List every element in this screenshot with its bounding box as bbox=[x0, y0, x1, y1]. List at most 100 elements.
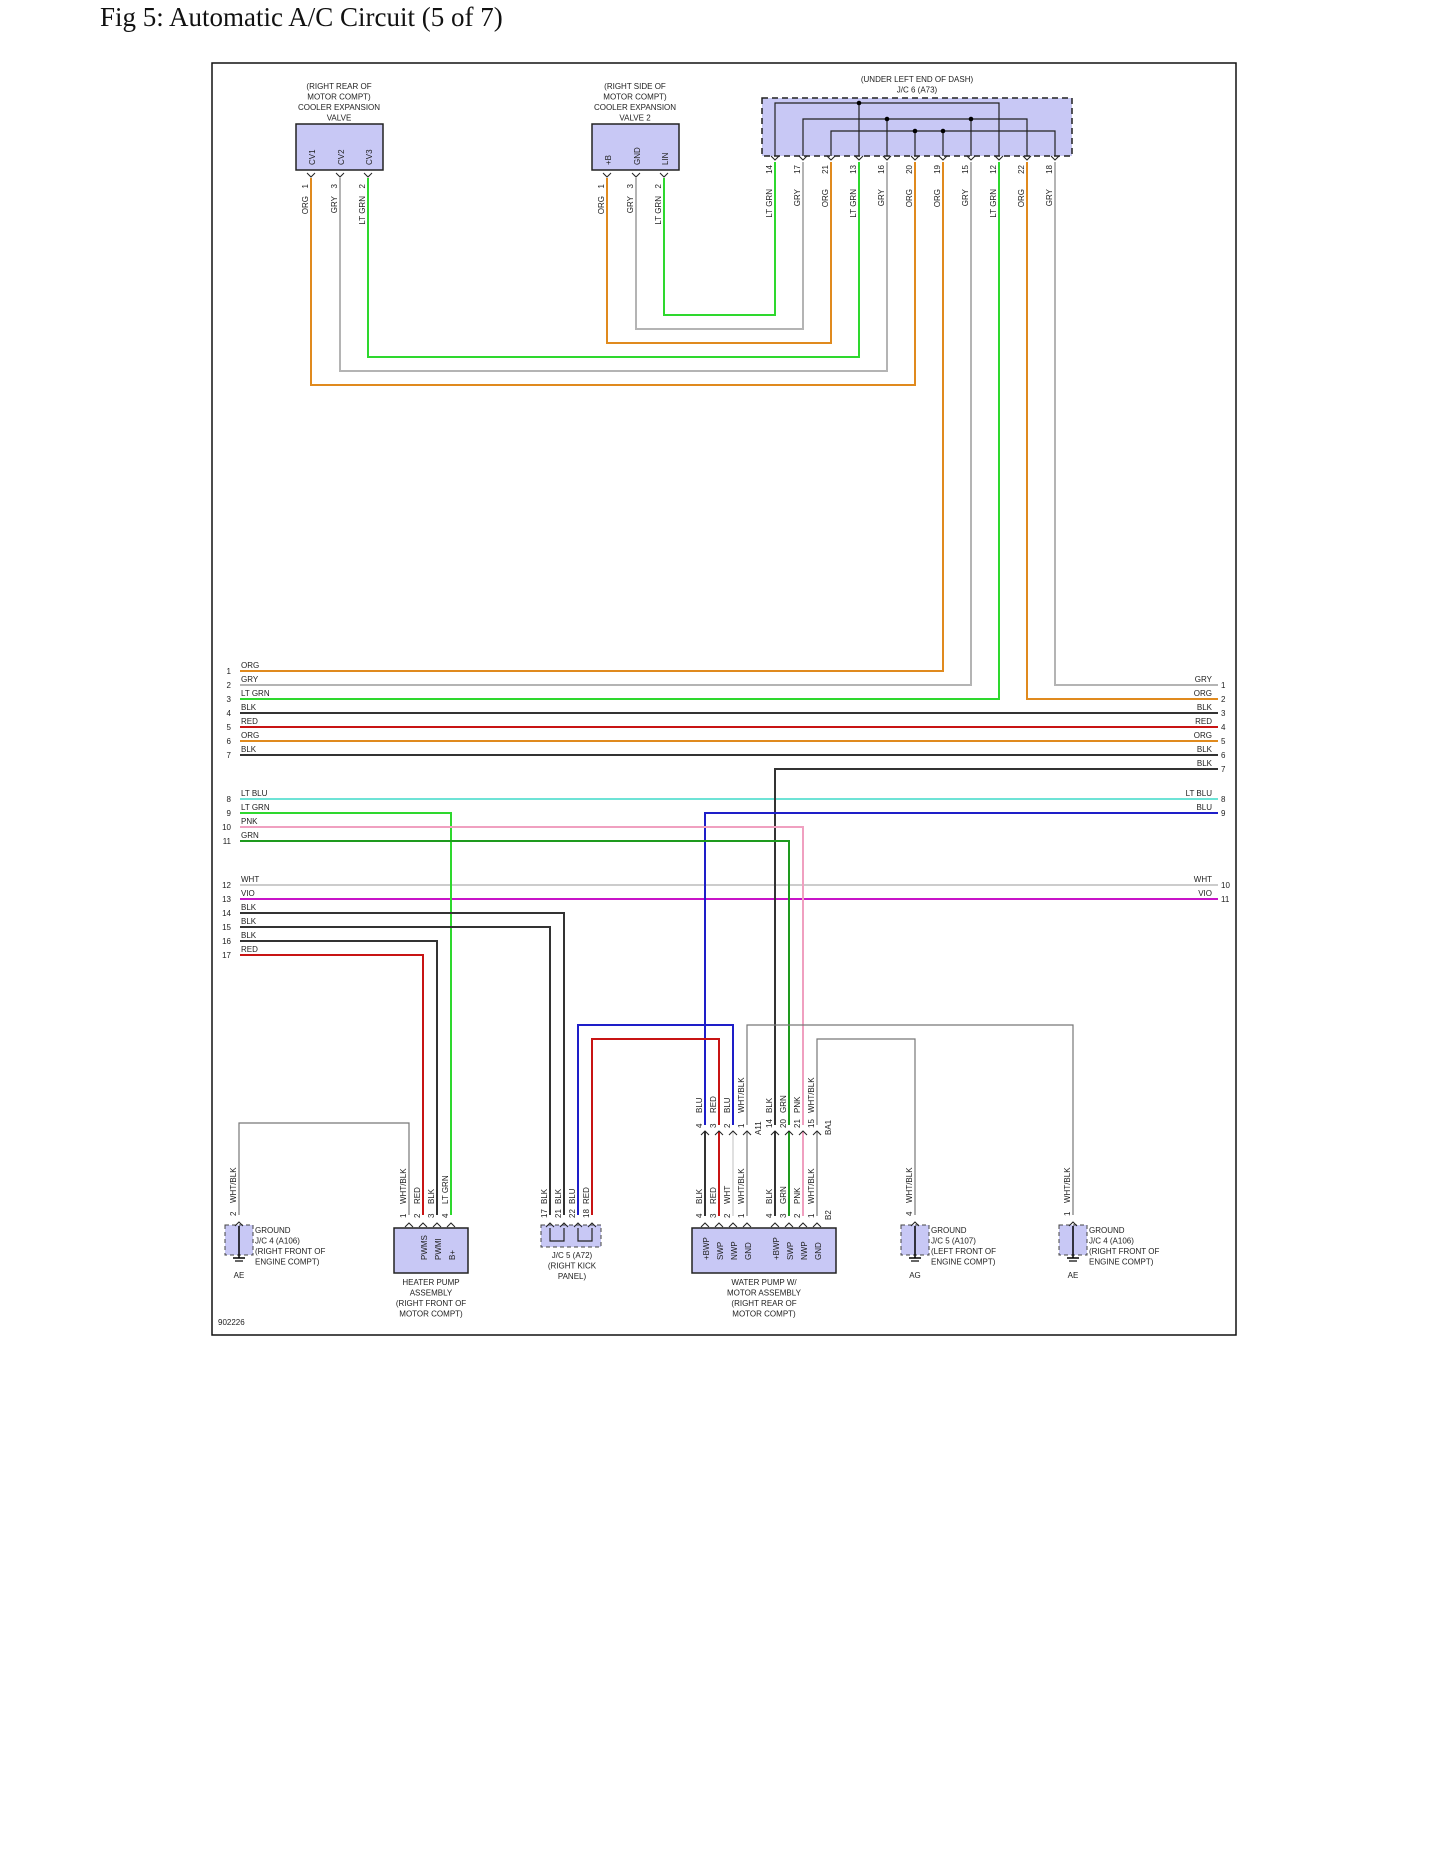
connector-chevron bbox=[631, 172, 641, 178]
jc6-wire-color: ORG bbox=[1017, 189, 1026, 207]
water-pump-pin: 4 bbox=[765, 1213, 774, 1218]
wire-left-17-red bbox=[240, 954, 424, 1215]
ground-label: GROUND bbox=[1089, 1226, 1125, 1235]
water-pump-terminal-name: GND bbox=[744, 1242, 753, 1260]
left-wire-number: 8 bbox=[227, 795, 232, 804]
right-wire-number: 6 bbox=[1221, 751, 1226, 760]
water-pump-terminal-name: GND bbox=[814, 1242, 823, 1260]
jc6-wire-color: GRY bbox=[877, 188, 886, 206]
right-wire-color: GRY bbox=[1195, 675, 1213, 684]
right-wire-number: 4 bbox=[1221, 723, 1226, 732]
ground-pin: 4 bbox=[905, 1211, 914, 1216]
valve2-label: COOLER EXPANSION bbox=[594, 103, 676, 112]
water-pump-upper-pin: 3 bbox=[709, 1123, 718, 1128]
splice-dot bbox=[940, 128, 946, 134]
connector-chevron bbox=[910, 155, 920, 161]
right-wire-number: 5 bbox=[1221, 737, 1226, 746]
connector-chevron bbox=[798, 155, 808, 161]
right-wire-color: BLK bbox=[1197, 745, 1213, 754]
connector-chevron bbox=[770, 1222, 780, 1228]
connector-chevron bbox=[910, 1221, 920, 1227]
left-wire-number: 13 bbox=[222, 895, 231, 904]
jc6-label: (UNDER LEFT END OF DASH) bbox=[861, 75, 974, 84]
water-pump-wire-color: WHT/BLK bbox=[807, 1168, 816, 1204]
connector-chevron bbox=[602, 172, 612, 178]
water-pump-upper-pin: 1 bbox=[737, 1123, 746, 1128]
water-pump-pin: 1 bbox=[807, 1213, 816, 1218]
water-pump-connector-b: B2 bbox=[824, 1210, 833, 1220]
connector-chevron bbox=[446, 1222, 456, 1228]
splice-dot bbox=[912, 128, 918, 134]
connector-chevron bbox=[714, 1130, 724, 1136]
valve2-terminal-name: LIN bbox=[661, 152, 670, 165]
wire-heater-gnd bbox=[238, 1122, 410, 1215]
jc6-wire-color: ORG bbox=[821, 189, 830, 207]
jc5-pin: 21 bbox=[554, 1209, 563, 1218]
valve1-wire-color: GRY bbox=[330, 195, 339, 213]
left-wire-color: GRY bbox=[241, 675, 259, 684]
valve2-label: (RIGHT SIDE OF bbox=[604, 82, 666, 91]
valve1-label: COOLER EXPANSION bbox=[298, 103, 380, 112]
diagram-frame bbox=[211, 62, 1237, 1336]
water-pump-label: (RIGHT REAR OF bbox=[731, 1299, 796, 1308]
right-wire-number: 7 bbox=[1221, 765, 1226, 774]
cooler-expansion-valve bbox=[295, 123, 384, 171]
valve2-terminal-name: GND bbox=[633, 147, 642, 165]
jc6-label: J/C 6 (A73) bbox=[897, 86, 938, 95]
left-wire-color: ORG bbox=[241, 731, 259, 740]
valve2-pin: 3 bbox=[626, 183, 635, 188]
connector-chevron bbox=[770, 1130, 780, 1136]
left-wire-number: 12 bbox=[222, 881, 231, 890]
ground-id: AE bbox=[1068, 1271, 1079, 1280]
water-pump-terminal-name: SWP bbox=[716, 1242, 725, 1260]
right-wire-color: BLK bbox=[1197, 759, 1213, 768]
valve1-wire-color: LT GRN bbox=[358, 196, 367, 225]
wire-left-15-blk bbox=[240, 926, 551, 1215]
left-wire-number: 15 bbox=[222, 923, 231, 932]
valve1-terminal-name: CV2 bbox=[337, 149, 346, 165]
valve1-label: (RIGHT REAR OF bbox=[306, 82, 371, 91]
left-wire-color: BLK bbox=[241, 917, 257, 926]
water-pump-connector-a: A11 bbox=[754, 1121, 763, 1135]
connector-chevron bbox=[418, 1222, 428, 1228]
wire-jc5-blu bbox=[577, 1024, 734, 1215]
water-pump-pin: 1 bbox=[737, 1213, 746, 1218]
heater-wire-color: BLK bbox=[427, 1188, 436, 1204]
connector-chevron bbox=[742, 1130, 752, 1136]
jc6-pin: 13 bbox=[849, 164, 858, 173]
wire-valve2-gnd-gry bbox=[635, 162, 804, 330]
splice-dot bbox=[968, 116, 974, 122]
jc6-bus bbox=[802, 118, 1028, 156]
left-wire-color: WHT bbox=[241, 875, 259, 884]
jc6-pin: 20 bbox=[905, 164, 914, 173]
connector-chevron bbox=[728, 1130, 738, 1136]
wire-valve2-lin-ltgrn bbox=[663, 162, 776, 316]
jc6-wire-color: LT GRN bbox=[765, 189, 774, 218]
water-pump-wire-color: BLK bbox=[765, 1188, 774, 1204]
water-pump-wire-color: WHT/BLK bbox=[737, 1168, 746, 1204]
jc6-wire-color: GRY bbox=[793, 188, 802, 206]
left-wire-number: 9 bbox=[227, 809, 232, 818]
right-wire-color: ORG bbox=[1194, 731, 1212, 740]
right-wire-color: BLU bbox=[1196, 803, 1212, 812]
jc5-label: J/C 5 (A72) bbox=[552, 1251, 593, 1260]
wire-right-1 bbox=[1054, 162, 1218, 686]
figure-id: 902226 bbox=[218, 1318, 245, 1327]
connector-chevron bbox=[659, 172, 669, 178]
water-pump-label: WATER PUMP W/ bbox=[731, 1278, 797, 1287]
right-wire-color: BLK bbox=[1197, 703, 1213, 712]
wire-valve2-b-org bbox=[606, 162, 832, 344]
ground-id: AE bbox=[234, 1271, 245, 1280]
jc6-wire-color: LT GRN bbox=[989, 189, 998, 218]
water-pump-connector-c: BA1 bbox=[824, 1119, 833, 1135]
left-wire-color: LT BLU bbox=[241, 789, 268, 798]
connector-chevron bbox=[1022, 155, 1032, 161]
valve2-terminal-name: +B bbox=[604, 155, 613, 165]
jc6-pin: 17 bbox=[793, 164, 802, 173]
left-wire-number: 17 bbox=[222, 951, 231, 960]
connector-chevron bbox=[234, 1221, 244, 1227]
right-wire-color: ORG bbox=[1194, 689, 1212, 698]
left-wire-number: 5 bbox=[227, 723, 232, 732]
ground-label: ENGINE COMPT) bbox=[931, 1258, 996, 1267]
